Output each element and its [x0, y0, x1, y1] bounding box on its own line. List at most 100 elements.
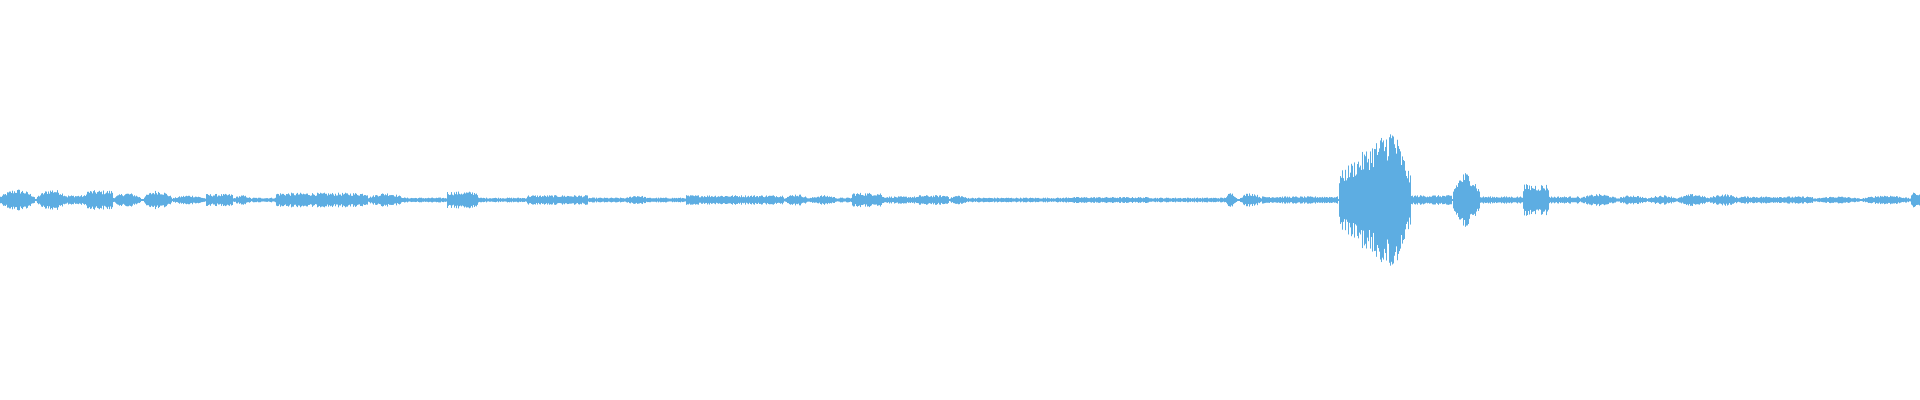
waveform-sample — [291, 192, 292, 208]
waveform-sample — [358, 195, 359, 205]
waveform-sample — [1564, 196, 1565, 204]
waveform-sample — [1037, 197, 1038, 203]
waveform-sample — [869, 192, 870, 208]
waveform-sample — [1448, 195, 1449, 205]
waveform-sample — [201, 197, 202, 203]
waveform-sample — [1177, 198, 1178, 202]
waveform-sample — [127, 193, 128, 207]
waveform-sample — [1297, 197, 1298, 203]
waveform-sample — [1556, 197, 1557, 203]
waveform-sample — [1069, 198, 1070, 202]
waveform-sample — [1094, 197, 1095, 203]
waveform-sample — [1390, 134, 1391, 266]
waveform-sample — [277, 193, 278, 207]
waveform-sample — [885, 197, 886, 203]
waveform-sample — [633, 196, 634, 204]
waveform-sample — [747, 196, 748, 204]
waveform-sample — [482, 198, 483, 202]
waveform-sample — [375, 195, 376, 205]
waveform-sample — [1471, 186, 1472, 214]
waveform-sample — [816, 197, 817, 203]
waveform-sample — [328, 193, 329, 207]
waveform-sample — [275, 197, 276, 203]
waveform-sample — [75, 196, 76, 204]
waveform-sample — [459, 193, 460, 207]
waveform-sample — [780, 196, 781, 204]
waveform-sample — [1416, 196, 1417, 204]
waveform-sample — [1817, 198, 1818, 202]
waveform-sample — [1794, 197, 1795, 203]
waveform-sample — [1112, 196, 1113, 204]
waveform-sample — [1210, 198, 1211, 202]
waveform-sample — [460, 194, 461, 206]
waveform-sample — [884, 197, 885, 203]
waveform-sample — [1224, 197, 1225, 203]
waveform-sample — [1084, 197, 1085, 203]
waveform-sample — [1809, 197, 1810, 203]
waveform-sample — [983, 197, 984, 203]
waveform-sample — [866, 195, 867, 205]
waveform-sample — [1490, 196, 1491, 204]
waveform-sample — [889, 196, 890, 204]
waveform-sample — [1445, 196, 1446, 204]
waveform-sample — [881, 195, 882, 205]
waveform-sample — [1905, 197, 1906, 203]
waveform-sample — [1528, 188, 1529, 212]
waveform-sample — [575, 195, 576, 205]
waveform-sample — [197, 197, 198, 203]
waveform-sample — [1808, 197, 1809, 203]
waveform-sample — [707, 195, 708, 205]
waveform-sample — [1249, 193, 1250, 207]
waveform-sample — [1521, 197, 1522, 203]
waveform-sample — [508, 198, 509, 202]
waveform-sample — [713, 196, 714, 204]
waveform-sample — [1912, 194, 1913, 206]
waveform-sample — [1122, 197, 1123, 203]
waveform-sample — [1311, 196, 1312, 204]
waveform-sample — [506, 198, 507, 202]
waveform-sample — [393, 195, 394, 205]
waveform-sample — [1875, 196, 1876, 204]
waveform-sample — [1049, 198, 1050, 202]
waveform-sample — [1611, 197, 1612, 203]
waveform-sample — [879, 194, 880, 206]
waveform-sample — [798, 196, 799, 204]
waveform-sample — [1441, 197, 1442, 203]
waveform-sample — [449, 195, 450, 205]
waveform-sample — [343, 194, 344, 206]
waveform-sample — [1422, 196, 1423, 204]
waveform-sample — [1153, 198, 1154, 202]
waveform-sample — [681, 198, 682, 202]
waveform-sample — [989, 197, 990, 203]
waveform-sample — [1451, 195, 1452, 205]
waveform-sample — [1199, 198, 1200, 202]
waveform-sample — [1289, 196, 1290, 204]
waveform-sample — [1280, 196, 1281, 204]
waveform-sample — [1012, 198, 1013, 202]
waveform-sample — [323, 193, 324, 207]
waveform-sample — [359, 195, 360, 205]
waveform-sample — [79, 196, 80, 204]
waveform-sample — [1757, 197, 1758, 203]
waveform-sample — [1207, 197, 1208, 203]
waveform-sample — [1246, 193, 1247, 207]
waveform-sample — [1911, 195, 1912, 205]
waveform-sample — [1529, 185, 1530, 215]
waveform-sample — [1142, 198, 1143, 202]
waveform-sample — [1694, 195, 1695, 205]
waveform-sample — [648, 197, 649, 203]
waveform-sample — [1115, 197, 1116, 203]
waveform-sample — [1639, 197, 1640, 203]
waveform-sample — [1670, 197, 1671, 203]
waveform-sample — [1721, 195, 1722, 205]
waveform-sample — [1917, 195, 1918, 205]
waveform-sample — [218, 195, 219, 205]
waveform-sample — [396, 194, 397, 206]
waveform-sample — [874, 195, 875, 205]
waveform-sample — [1314, 197, 1315, 203]
waveform-sample — [672, 197, 673, 203]
waveform-sample — [1025, 197, 1026, 203]
waveform-sample — [1650, 197, 1651, 203]
